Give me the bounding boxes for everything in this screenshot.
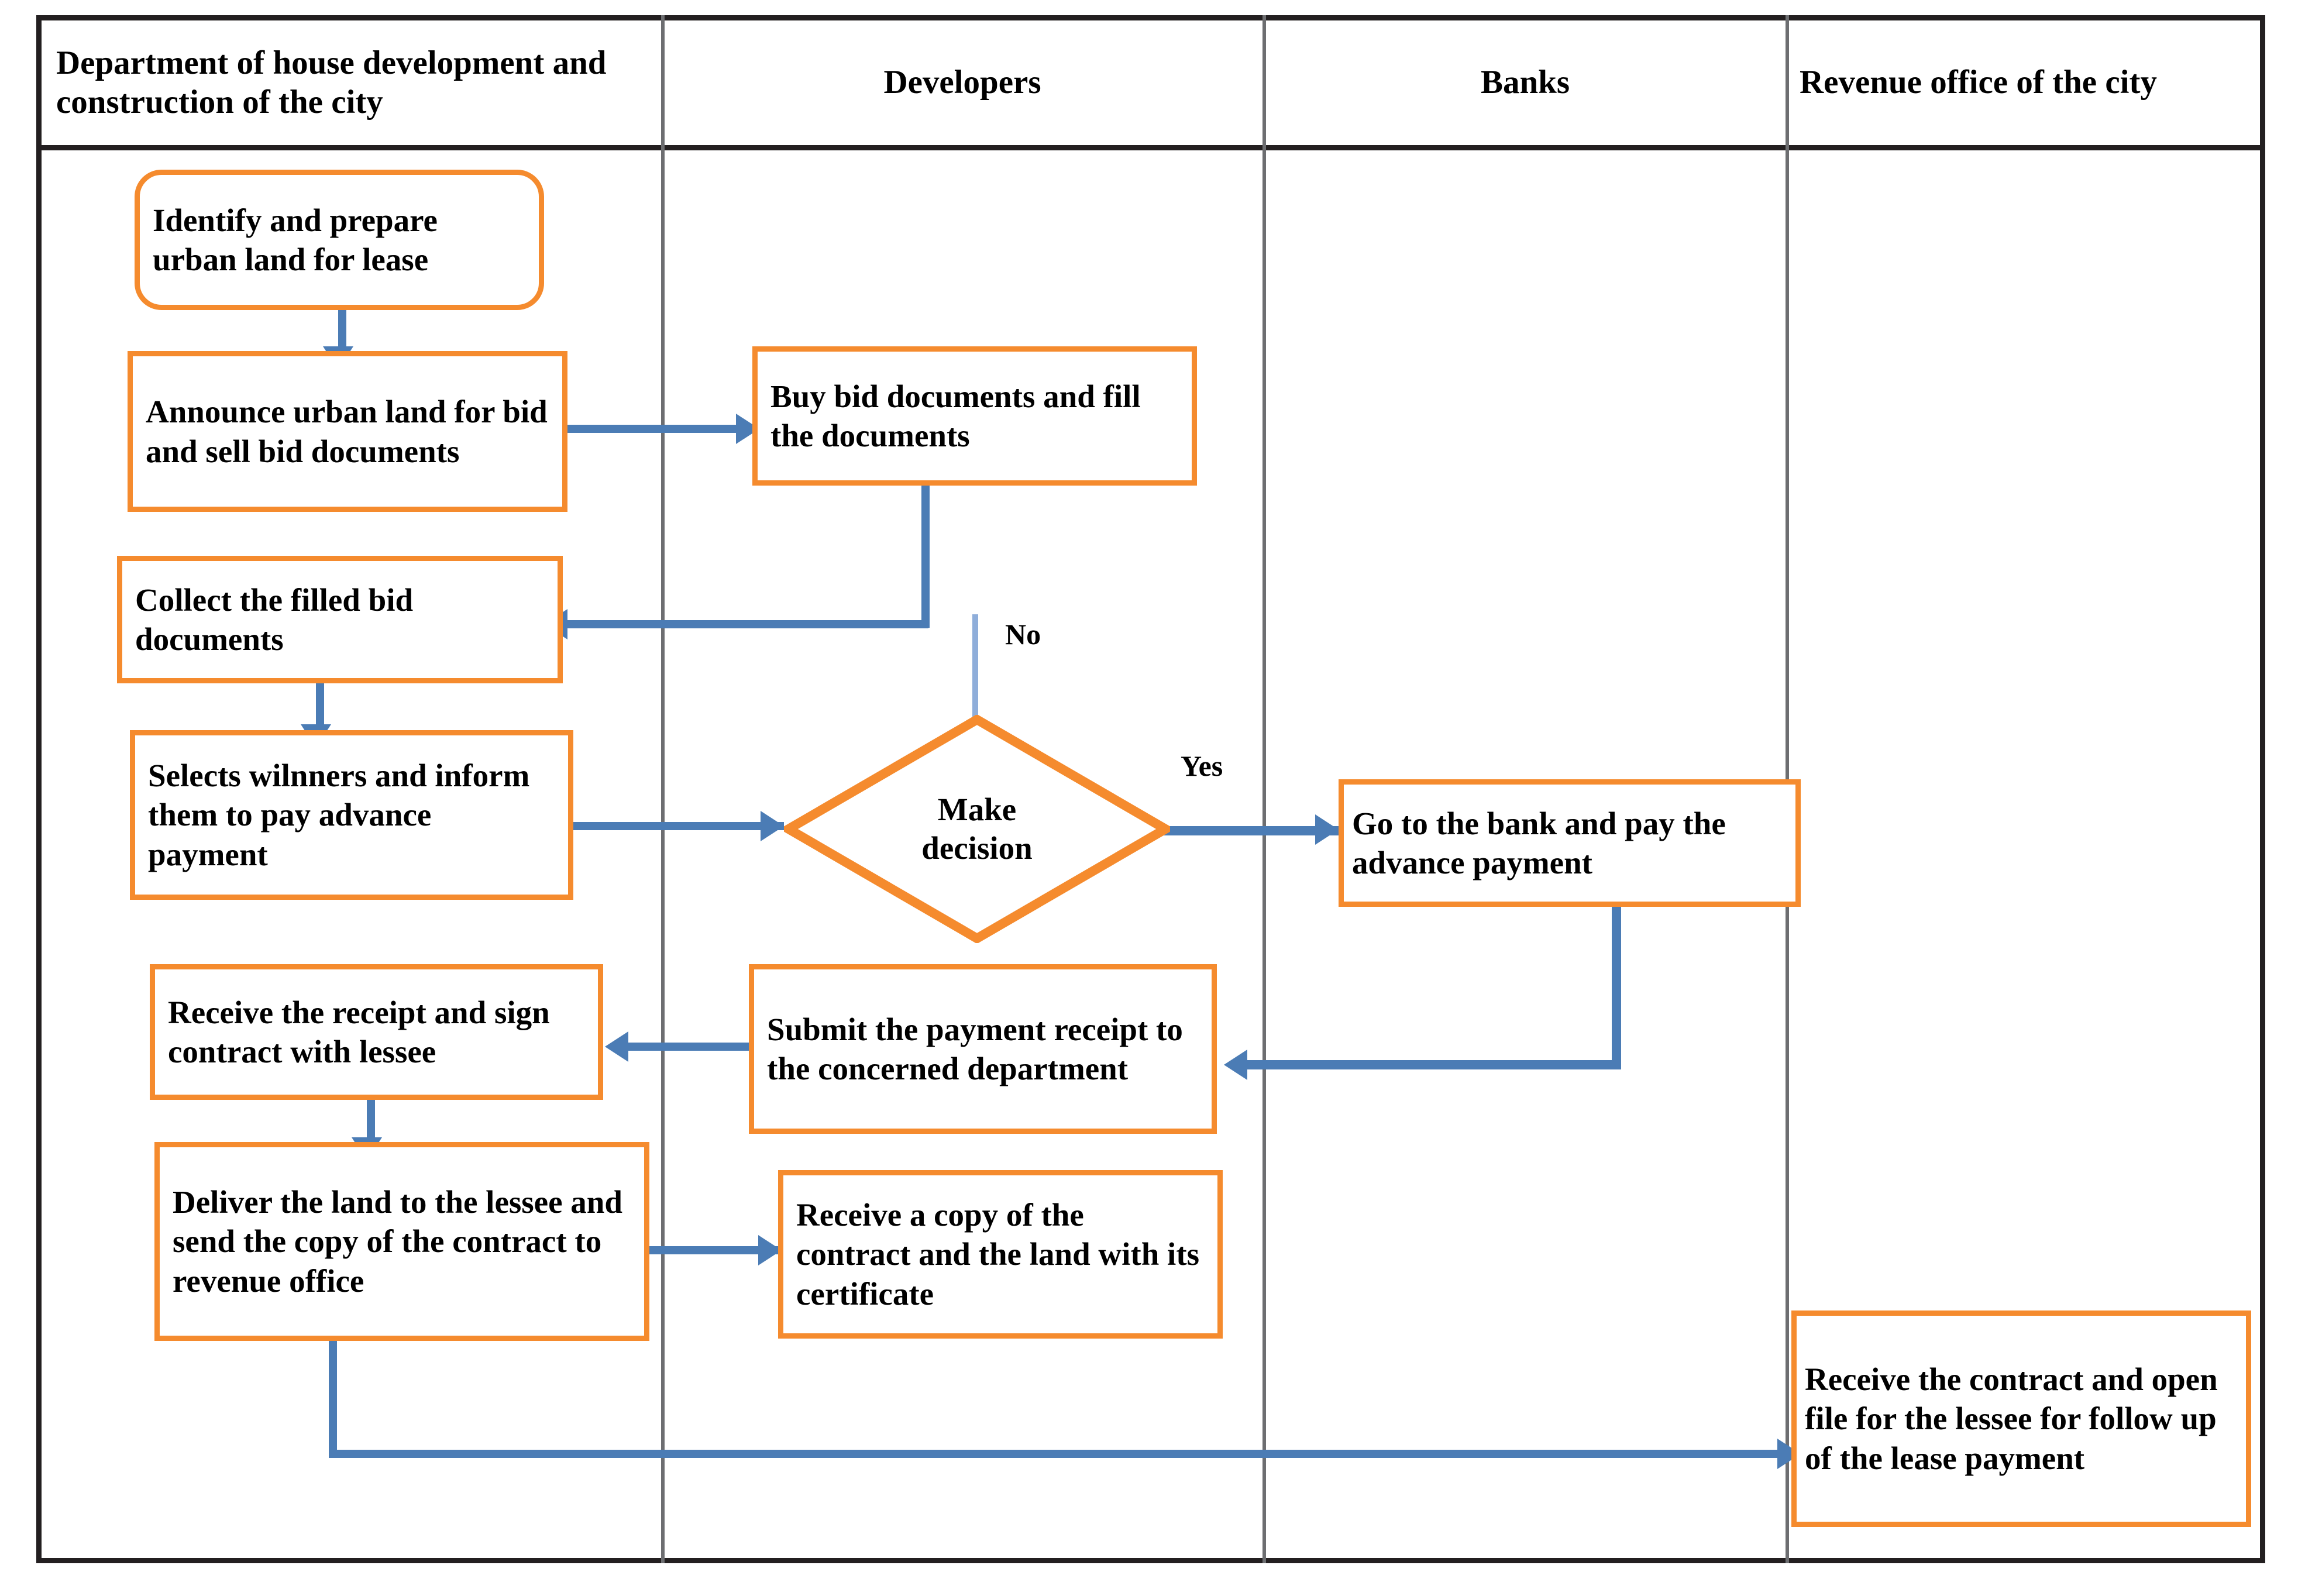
node-buy-bid-documents-label: Buy bid documents and fill the documents bbox=[770, 378, 1141, 453]
node-receive-copy-contract-label: Receive a copy of the contract and the l… bbox=[796, 1197, 1200, 1312]
node-collect-bid-documents-label: Collect the filled bid documents bbox=[135, 582, 414, 657]
node-receive-receipt-sign-contract[interactable]: Receive the receipt and sign contract wi… bbox=[150, 964, 603, 1100]
node-announce-urban-land[interactable]: Announce urban land for bid and sell bid… bbox=[128, 351, 567, 512]
node-submit-payment-receipt-label: Submit the payment receipt to the concer… bbox=[767, 1011, 1183, 1086]
edge-label-yes: Yes bbox=[1181, 749, 1223, 782]
edge-receive-to-deliver-line bbox=[367, 1100, 375, 1142]
node-receive-copy-contract[interactable]: Receive a copy of the contract and the l… bbox=[778, 1170, 1223, 1339]
lane-divider-2 bbox=[1262, 15, 1266, 1563]
edge-deliver-to-revenue-hline bbox=[329, 1450, 1797, 1458]
edge-decision-no-line bbox=[972, 614, 978, 758]
edge-announce-to-buy-line bbox=[567, 425, 769, 433]
decision-diamond-shape bbox=[784, 715, 1170, 943]
lane-header-revenue: Revenue office of the city bbox=[1800, 64, 2157, 101]
edge-buy-to-collect-hline bbox=[563, 620, 928, 628]
edge-label-no: No bbox=[1005, 618, 1041, 651]
node-buy-bid-documents[interactable]: Buy bid documents and fill the documents bbox=[752, 346, 1197, 486]
edge-identify-to-announce-line bbox=[338, 310, 346, 351]
edge-bank-to-submit-arrowhead bbox=[1224, 1050, 1247, 1080]
edge-deliver-to-receivecopy-line bbox=[649, 1246, 778, 1254]
node-collect-bid-documents[interactable]: Collect the filled bid documents bbox=[117, 556, 563, 683]
node-select-winners[interactable]: Selects wilnners and inform them to pay … bbox=[130, 730, 573, 900]
edge-decision-to-bank-arrowhead bbox=[1315, 814, 1339, 845]
node-go-to-bank-pay[interactable]: Go to the bank and pay the advance payme… bbox=[1339, 779, 1801, 907]
edge-deliver-to-revenue-vline bbox=[329, 1341, 337, 1458]
node-go-to-bank-pay-label: Go to the bank and pay the advance payme… bbox=[1352, 805, 1726, 880]
node-deliver-land-label: Deliver the land to the lessee and send … bbox=[173, 1184, 622, 1299]
node-announce-urban-land-label: Announce urban land for bid and sell bid… bbox=[146, 394, 548, 469]
edge-bank-to-submit-vline bbox=[1612, 906, 1621, 1068]
node-identify-prepare-land[interactable]: Identify and prepare urban land for leas… bbox=[135, 170, 544, 310]
node-receive-contract-open-file-label: Receive the contract and open file for t… bbox=[1805, 1361, 2218, 1476]
node-select-winners-label: Selects wilnners and inform them to pay … bbox=[148, 758, 530, 872]
lane-header-developers: Developers bbox=[883, 64, 1041, 101]
edge-bank-to-submit-hline bbox=[1245, 1060, 1621, 1069]
lane-header-department: Department of house development and cons… bbox=[56, 44, 607, 121]
node-identify-prepare-land-label: Identify and prepare urban land for leas… bbox=[153, 202, 438, 277]
edge-decision-to-bank-line bbox=[1161, 826, 1340, 835]
node-receive-receipt-sign-contract-label: Receive the receipt and sign contract wi… bbox=[168, 994, 550, 1069]
edge-select-to-decision-arrowhead bbox=[761, 811, 784, 841]
edge-submit-to-receive-arrowhead bbox=[605, 1031, 628, 1062]
node-receive-contract-open-file[interactable]: Receive the contract and open file for t… bbox=[1791, 1310, 2251, 1527]
node-deliver-land[interactable]: Deliver the land to the lessee and send … bbox=[154, 1142, 649, 1341]
header-separator-rule bbox=[36, 145, 2265, 150]
node-submit-payment-receipt[interactable]: Submit the payment receipt to the concer… bbox=[749, 964, 1217, 1134]
lane-divider-1 bbox=[661, 15, 665, 1563]
lane-header-banks: Banks bbox=[1480, 64, 1570, 101]
edge-buy-to-collect-vline bbox=[921, 486, 930, 628]
edge-collect-to-select-line bbox=[316, 683, 324, 729]
edge-deliver-to-receivecopy-arrowhead bbox=[758, 1235, 782, 1265]
edge-submit-to-receive-line bbox=[626, 1043, 749, 1051]
edge-select-to-decision-line bbox=[573, 822, 784, 830]
